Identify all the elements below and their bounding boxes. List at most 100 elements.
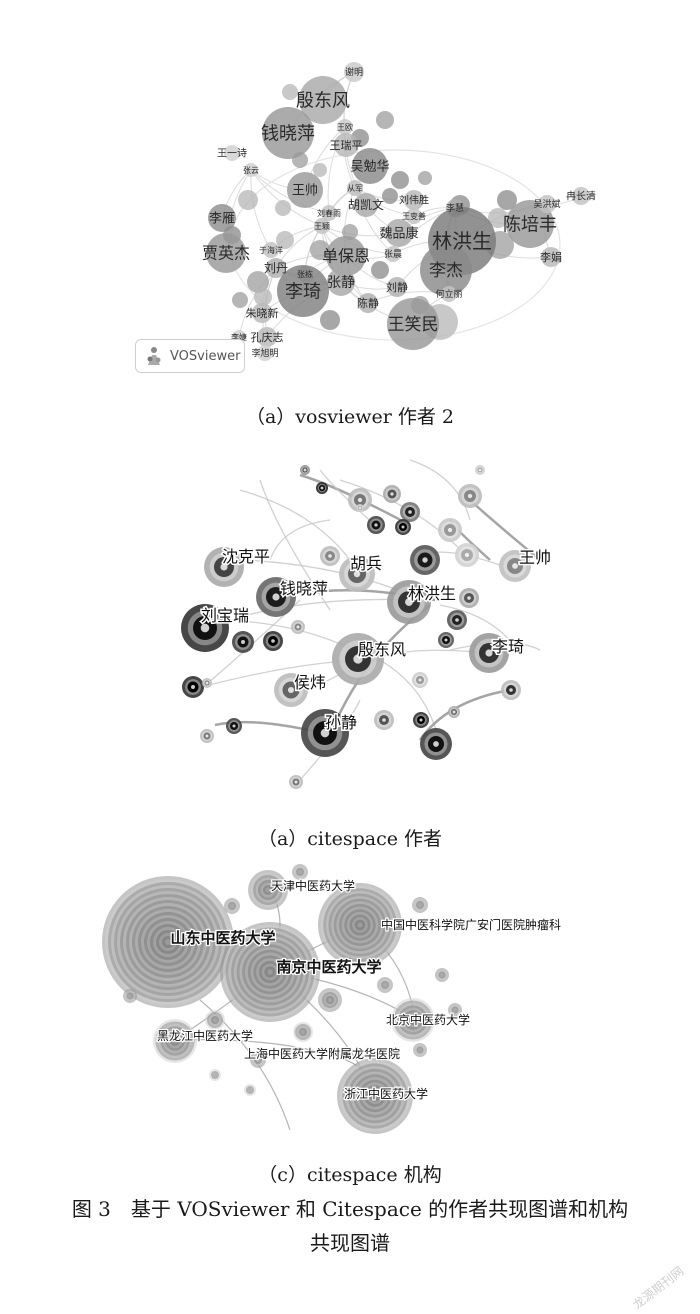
cs-inst-node bbox=[248, 870, 288, 910]
vos-node-small bbox=[371, 261, 389, 279]
cs-author-node bbox=[316, 482, 328, 494]
cs-author-node bbox=[374, 710, 394, 730]
cs-inst-node bbox=[412, 897, 428, 913]
cs-inst-label: 黑龙江中医药大学 bbox=[157, 1028, 253, 1043]
cs-author-link bbox=[309, 659, 381, 691]
cs-author-node bbox=[289, 775, 303, 789]
cs-author-label: 孙静 bbox=[325, 713, 357, 732]
vos-node-small bbox=[313, 163, 327, 177]
vos-node-label: 王一诗 bbox=[217, 147, 247, 160]
cs-author-link bbox=[439, 604, 521, 656]
vosviewer-logo-text: VOSviewer bbox=[170, 348, 241, 364]
cs-author-link bbox=[424, 551, 501, 566]
vos-node-label: 陈培丰 bbox=[503, 214, 557, 235]
vos-node bbox=[262, 107, 314, 159]
cs-author-node bbox=[458, 484, 482, 508]
vos-node-label: 李旭明 bbox=[251, 347, 278, 359]
vos-node bbox=[244, 163, 258, 177]
vos-node bbox=[337, 119, 353, 135]
cs-author-label: 沈克平 bbox=[222, 547, 270, 566]
vosviewer-logo: VOSviewer bbox=[135, 339, 245, 373]
vos-node-label: 王欧 bbox=[337, 122, 353, 132]
cs-author-node bbox=[202, 678, 212, 688]
vos-node-small bbox=[276, 231, 294, 249]
vos-node-label: 魏品康 bbox=[379, 226, 418, 242]
panel-b-caption: （a）citespace 作者 bbox=[257, 828, 443, 850]
cs-author-node bbox=[410, 545, 440, 575]
cs-inst-link bbox=[174, 1039, 331, 1056]
vos-node-small bbox=[232, 292, 248, 308]
vos-node bbox=[257, 327, 277, 347]
vos-node-label: 王瑞平 bbox=[330, 138, 363, 152]
cs-author-node bbox=[412, 672, 428, 688]
cs-author-node bbox=[274, 673, 308, 707]
vos-node bbox=[327, 268, 355, 296]
vos-node-small bbox=[320, 310, 340, 330]
cs-author-node bbox=[263, 631, 283, 651]
panel-a-caption: （a）vosviewer 作者 2 bbox=[245, 406, 455, 428]
vos-node bbox=[404, 190, 424, 210]
cs-author-link bbox=[418, 688, 511, 741]
vos-node-label: 王颖 bbox=[314, 221, 330, 231]
cs-author-link bbox=[269, 519, 331, 561]
vos-node bbox=[385, 246, 401, 262]
cs-inst-link bbox=[174, 969, 271, 1041]
vos-node bbox=[420, 244, 472, 296]
vos-node bbox=[406, 208, 422, 224]
cs-author-label: 胡兵 bbox=[350, 554, 382, 573]
cs-author-node bbox=[438, 518, 462, 542]
vos-node-label: 朱晓新 bbox=[246, 306, 279, 320]
cs-author-label: 刘宝瑞 bbox=[201, 606, 249, 625]
vos-node-label: 刘伟胜 bbox=[399, 194, 429, 207]
cs-author-link bbox=[214, 720, 331, 737]
vos-node-label: 何立丽 bbox=[435, 288, 462, 300]
cs-inst-link bbox=[329, 1054, 376, 1096]
cs-author-node bbox=[367, 516, 385, 534]
vos-node-label: 刘丹 bbox=[264, 261, 288, 275]
vos-node bbox=[257, 345, 273, 361]
cs-inst-node bbox=[220, 922, 320, 1022]
cs-author-link bbox=[469, 499, 541, 561]
vos-node-label: 谢明 bbox=[345, 66, 363, 78]
cs-author-label: 林洪生 bbox=[408, 584, 456, 603]
cs-inst-link bbox=[269, 924, 361, 971]
cs-author-link bbox=[379, 659, 441, 746]
vos-node-label: 吴洪斌 bbox=[533, 198, 560, 210]
cs-author-node bbox=[348, 488, 372, 512]
vos-node-label: 贾英杰 bbox=[202, 244, 250, 263]
vos-node bbox=[326, 236, 366, 276]
vos-node-label: 冉长清 bbox=[566, 190, 596, 203]
vos-node bbox=[224, 145, 240, 161]
cs-inst-node bbox=[250, 1052, 266, 1068]
cs-inst-link bbox=[269, 969, 376, 1096]
cs-inst-node bbox=[292, 864, 308, 880]
cs-author-node bbox=[332, 633, 384, 685]
cs-author-node bbox=[204, 547, 244, 587]
cs-author-link bbox=[229, 598, 421, 621]
cs-inst-nodes bbox=[102, 864, 462, 1134]
cs-inst-link bbox=[269, 969, 416, 1021]
vos-node bbox=[314, 218, 330, 234]
vos-node-small bbox=[418, 171, 432, 185]
cs-author-link bbox=[299, 699, 361, 781]
cs-author-link bbox=[319, 469, 381, 531]
vos-node-small bbox=[497, 190, 517, 210]
vos-node-label: 刘静 bbox=[386, 280, 408, 294]
cs-author-node bbox=[469, 633, 509, 673]
cs-author-node bbox=[459, 588, 479, 608]
cs-author-node bbox=[320, 546, 340, 566]
vos-node-label: 从军 bbox=[347, 184, 363, 193]
cs-author-link bbox=[189, 659, 371, 691]
vos-node bbox=[206, 233, 246, 273]
vosviewer-network: 谢明殷东风钱晓萍王欧王瑞平王一诗张云吴勉华王帅从军胡凯文刘伟胜李慧刘春雨王变善王… bbox=[202, 62, 596, 361]
vos-node-label: 单保恩 bbox=[322, 247, 370, 266]
vos-node-label: 张云 bbox=[243, 166, 259, 175]
cs-author-node bbox=[339, 556, 375, 592]
cs-author-link bbox=[448, 519, 491, 561]
cs-inst-node bbox=[102, 876, 234, 1008]
cs-inst-node bbox=[435, 968, 449, 982]
vos-node-small bbox=[310, 240, 330, 260]
vos-node-label: 殷东风 bbox=[296, 90, 350, 111]
cs-author-label: 侯炜 bbox=[294, 673, 326, 692]
cs-inst-label: 天津中医药大学 bbox=[271, 878, 355, 893]
